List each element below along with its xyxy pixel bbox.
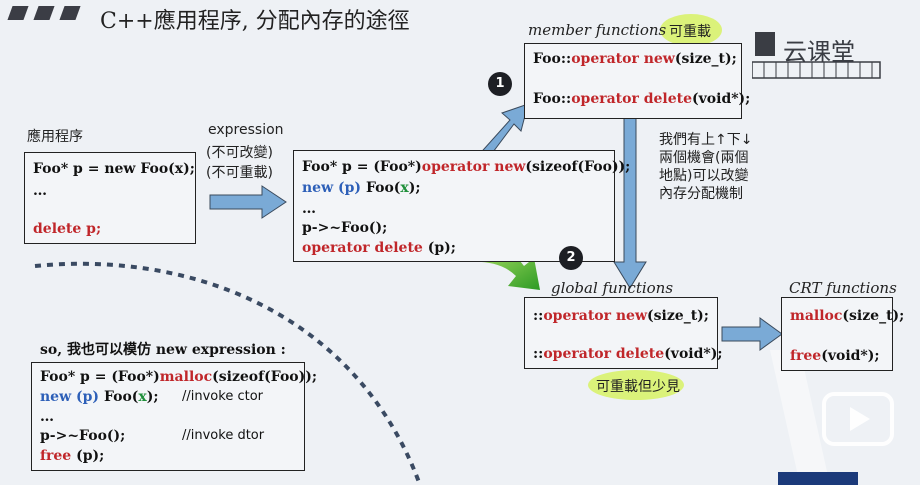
member-title: member functions	[528, 21, 667, 39]
code-keyword: operator delete	[302, 240, 423, 256]
code-text: );	[146, 389, 159, 405]
code-keyword: operator delete	[543, 346, 665, 362]
app-code-text: delete p;	[33, 221, 102, 237]
side-note-line: 我們有上↑下↓	[659, 132, 753, 148]
mimic-code-box: Foo* p = (Foo*)malloc(sizeof(Foo)); new …	[31, 362, 317, 471]
expansion-line-4: p->~Foo();	[302, 220, 387, 236]
code-text: (p);	[71, 448, 105, 464]
expression-note: (不可重載)	[206, 165, 273, 181]
light-reflection	[770, 350, 830, 485]
code-keyword: operator new	[543, 308, 648, 324]
member-line-2: Foo::operator delete(void*);	[533, 91, 750, 107]
code-text: Foo::	[533, 51, 572, 67]
app-code-box: Foo* p = new Foo(x); … delete p;	[24, 152, 196, 244]
dotted-divider	[34, 261, 422, 485]
code-text: );	[408, 180, 421, 196]
code-text: (size_t);	[674, 51, 737, 67]
code-arg: x	[400, 180, 409, 196]
expansion-line-1: Foo* p = (Foo*)operator new(sizeof(Foo))…	[302, 159, 630, 175]
app-code-text: Foo* p = new Foo(x);	[33, 161, 195, 177]
code-text: (sizeof(Foo));	[212, 369, 318, 385]
code-text: (size_t);	[842, 308, 905, 324]
arrow-global-crt	[721, 317, 783, 351]
expansion-line-2: new (p) Foo(x);	[302, 180, 421, 196]
side-note-line: 內存分配機制	[659, 186, 743, 202]
step-badge-2: 2	[559, 246, 583, 270]
app-code-line: delete p;	[33, 221, 101, 237]
code-keyword: free	[790, 348, 822, 364]
mimic-line-3: …	[40, 409, 54, 425]
expansion-code-box: Foo* p = (Foo*)operator new(sizeof(Foo))…	[293, 150, 630, 262]
code-keyword: operator delete	[571, 91, 693, 107]
code-keyword: malloc	[790, 308, 843, 324]
code-text: Foo::	[533, 91, 572, 107]
mimic-label: so, 我也可以模仿 new expression :	[40, 342, 286, 358]
code-placement: new (p)	[302, 180, 366, 196]
arrow-member-global	[613, 104, 647, 289]
code-text: ::	[533, 346, 544, 362]
code-text: p->~Foo();	[40, 428, 126, 444]
global-functions-box: ::operator new(size_t); ::operator delet…	[524, 297, 723, 369]
global-note: 可重載但少見	[596, 379, 680, 395]
code-text: (size_t);	[647, 308, 709, 324]
crt-title: CRT functions	[789, 279, 897, 297]
side-note-line: 兩個機會(兩個	[659, 150, 749, 166]
code-text: ::	[533, 308, 544, 324]
code-text: (void*);	[821, 348, 880, 364]
expression-note: (不可改變)	[206, 145, 273, 161]
expression-label: expression	[208, 122, 284, 138]
code-placement: new (p)	[40, 389, 104, 405]
mimic-line-5: free (p);	[40, 448, 104, 464]
step-badge-1: 1	[488, 72, 512, 96]
code-keyword: malloc	[159, 369, 213, 385]
code-text: (void*);	[692, 91, 751, 107]
crt-line-1: malloc(size_t);	[790, 308, 904, 324]
code-text: Foo* p = (Foo*)	[40, 369, 160, 385]
logo-icon	[755, 32, 775, 56]
crt-functions-box: malloc(size_t); free(void*);	[781, 297, 904, 371]
play-icon[interactable]	[822, 392, 894, 446]
code-text: …	[302, 201, 316, 217]
highlight-global-note	[588, 370, 684, 400]
mimic-comment-dtor: //invoke dtor	[182, 428, 265, 443]
code-text: (sizeof(Foo));	[525, 159, 631, 175]
member-overload-label: 可重載	[669, 24, 711, 40]
highlight-member-overload	[660, 14, 722, 46]
code-text: …	[40, 409, 54, 425]
app-code-text: …	[33, 183, 47, 199]
mimic-line-2: new (p) Foo(x);	[40, 389, 159, 405]
code-text: Foo(	[103, 389, 139, 405]
code-text: Foo* p = (Foo*)	[302, 159, 422, 175]
mimic-line-4: p->~Foo();	[40, 428, 125, 444]
code-arg: x	[138, 389, 147, 405]
code-keyword: operator new	[571, 51, 675, 67]
mimic-comment-ctor: //invoke ctor	[182, 389, 263, 404]
app-label: 應用程序	[27, 129, 83, 145]
app-code-line: …	[33, 183, 47, 199]
code-text: Foo(	[365, 180, 401, 196]
arrow-expression	[209, 185, 287, 219]
side-note-line: 地點)可以改變	[659, 168, 749, 184]
app-code-line: Foo* p = new Foo(x);	[33, 161, 195, 177]
logo-decoration	[752, 61, 881, 79]
member-line-1: Foo::operator new(size_t);	[533, 51, 737, 67]
expansion-line-3: …	[302, 201, 316, 217]
global-line-2: ::operator delete(void*);	[533, 346, 723, 362]
global-title: global functions	[551, 279, 674, 297]
side-note: 我們有上↑下↓ 兩個機會(兩個 地點)可以改變 內存分配機制	[659, 131, 752, 203]
code-keyword: free	[40, 448, 72, 464]
code-text: p->~Foo();	[302, 220, 388, 236]
global-line-1: ::operator new(size_t);	[533, 308, 709, 324]
crt-line-2: free(void*);	[790, 348, 880, 364]
slide-title: C++應用程序, 分配內存的途徑	[100, 9, 410, 34]
member-functions-box: Foo::operator new(size_t); Foo::operator…	[524, 43, 750, 119]
mimic-line-1: Foo* p = (Foo*)malloc(sizeof(Foo));	[40, 369, 317, 385]
expansion-line-5: operator delete (p);	[302, 240, 456, 256]
bottom-banner	[778, 472, 858, 485]
code-text: (void*);	[664, 346, 723, 362]
code-keyword: operator new	[421, 159, 526, 175]
code-text: (p);	[422, 240, 456, 256]
